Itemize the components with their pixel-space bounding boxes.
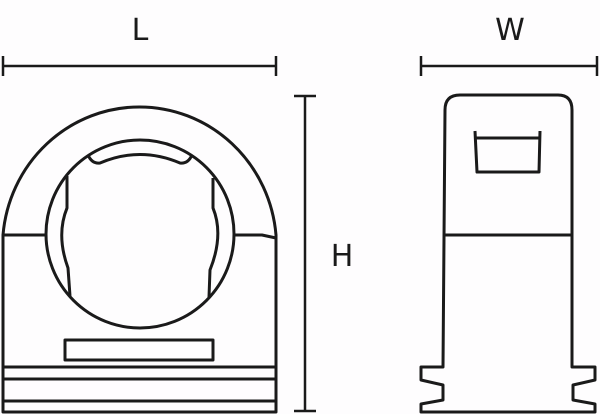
front-view [1, 105, 278, 414]
side-view [419, 93, 597, 414]
slot [63, 338, 215, 362]
latch-tab [473, 130, 542, 174]
height-label: H [331, 239, 354, 274]
cable-opening [44, 138, 236, 330]
length-dimension: L [1, 13, 278, 76]
width-dimension: W [419, 13, 599, 76]
height-dimension: H [294, 94, 354, 413]
length-label: L [132, 13, 149, 48]
width-label: W [495, 13, 525, 48]
